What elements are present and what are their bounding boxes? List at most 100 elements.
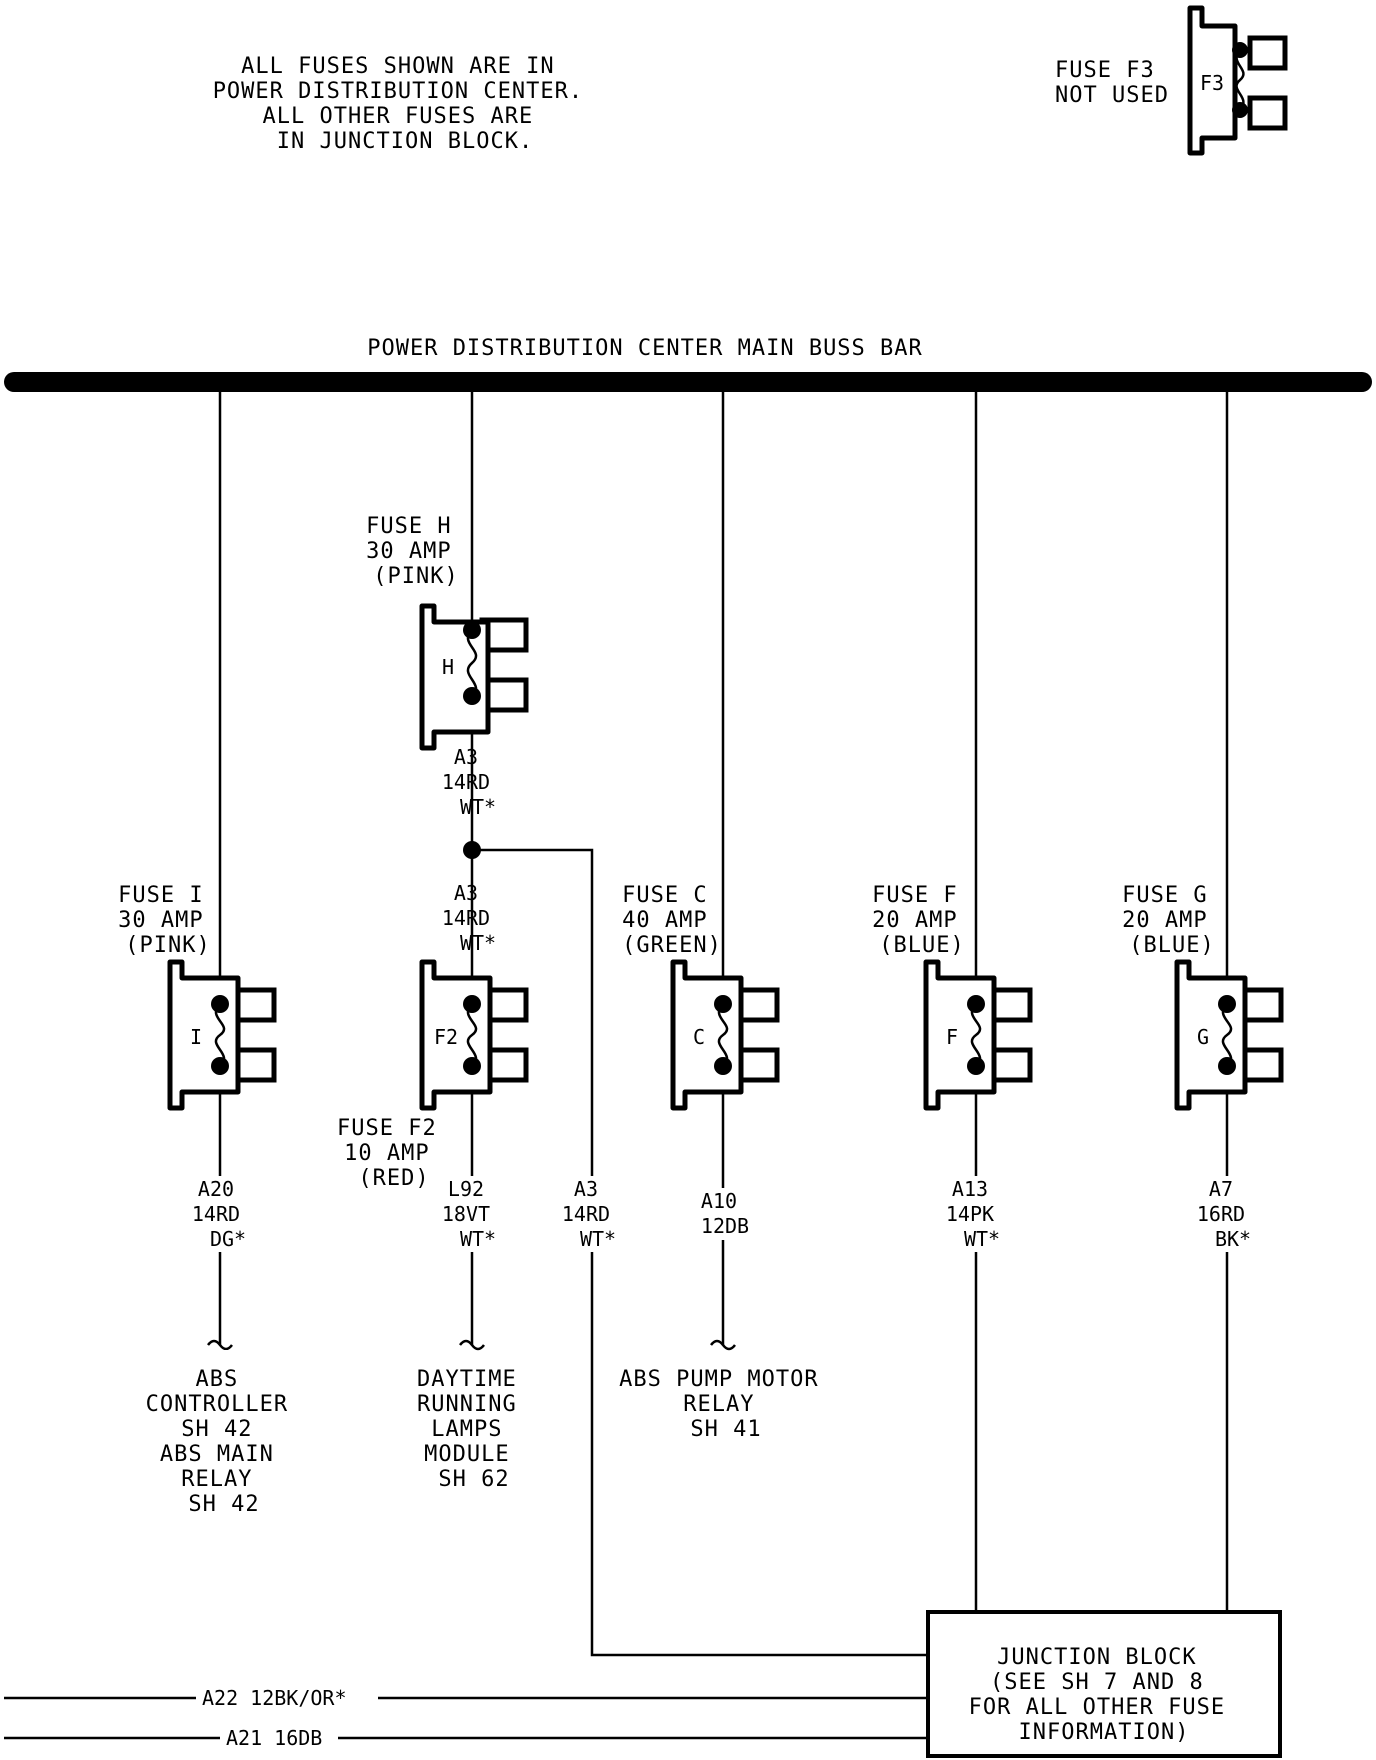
bus-bar-label: POWER DISTRIBUTION CENTER MAIN BUSS BAR (367, 336, 923, 361)
wire-label-line: A13 (952, 1177, 988, 1201)
fuse-c-label-line: FUSE C (622, 883, 707, 908)
dest-line: ABS MAIN (160, 1442, 274, 1467)
wire-label-line: 14RD (442, 906, 490, 930)
f3-note-line: NOT USED (1055, 83, 1169, 108)
wire-label-line: BK* (1215, 1227, 1251, 1251)
dest-abs-controller: ABS CONTROLLER SH 42 ABS MAIN RELAY SH 4… (146, 1367, 303, 1517)
fuse-i-label-line: (PINK) (125, 933, 210, 958)
wire-label-line: WT* (964, 1227, 1000, 1251)
fuse-f3: F3 (1187, 5, 1288, 156)
svg-text:A10 12DB: A10 12DB (701, 1189, 749, 1238)
note-line: ALL FUSES SHOWN ARE IN (241, 54, 554, 79)
fuse-f-label-line: (BLUE) (879, 933, 964, 958)
jb-line: FOR ALL OTHER FUSE (969, 1695, 1225, 1720)
fuse-i-label: FUSE I 30 AMP (PINK) (118, 883, 218, 958)
wire-label-line: WT* (460, 795, 496, 819)
wire-a3-branch (472, 848, 928, 1657)
dest-line: ABS PUMP MOTOR (619, 1367, 818, 1392)
dest-drl-module: DAYTIME RUNNING LAMPS MODULE SH 62 (417, 1367, 531, 1492)
wire-label-line: A3 (454, 881, 478, 905)
fuse-c-label-line: 40 AMP (622, 908, 707, 933)
fuse-c-label: FUSE C 40 AMP (GREEN) (622, 883, 722, 958)
dest-line: LAMPS (431, 1417, 502, 1442)
dest-line: RELAY (181, 1467, 252, 1492)
dest-line: CONTROLLER (146, 1392, 288, 1417)
wire-end-marker (207, 1339, 233, 1351)
fuse-g-label-line: 20 AMP (1122, 908, 1207, 933)
fuse-i-label-line: 30 AMP (118, 908, 203, 933)
jb-line: JUNCTION BLOCK (997, 1645, 1196, 1670)
wire-label-line: A10 (701, 1189, 737, 1213)
fuse-g-id: G (1197, 1025, 1209, 1049)
wire-label-line: 14RD (192, 1202, 240, 1226)
fuse-h-label: FUSE H 30 AMP (PINK) (366, 514, 466, 589)
dest-line: SH 62 (438, 1467, 509, 1492)
fuse-f2-label-line: (RED) (358, 1166, 429, 1191)
fuse-f3-id: F3 (1200, 71, 1224, 95)
wire-label-line: 16RD (1197, 1202, 1245, 1226)
wire-label-a21: A21 16DB (226, 1726, 322, 1750)
dest-line: RUNNING (417, 1392, 517, 1417)
jb-line: INFORMATION) (1019, 1720, 1190, 1745)
fuse-g: G (1174, 959, 1284, 1111)
wire-label-a3-branch: A3 14RD WT* (562, 1176, 622, 1252)
wire-label-i-out: A20 14RD DG* (192, 1176, 252, 1252)
f3-note-line: FUSE F3 (1055, 58, 1155, 83)
fuse-c-label-line: (GREEN) (622, 933, 722, 958)
fuse-g-label: FUSE G 20 AMP (BLUE) (1122, 883, 1222, 958)
fuse-h-label-line: 30 AMP (366, 539, 451, 564)
dest-line: RELAY (683, 1392, 754, 1417)
svg-text:A13 14PK WT*: A13 14PK WT* (946, 1177, 1006, 1251)
junction-block (926, 1610, 1282, 1758)
dest-line: SH 42 (188, 1492, 259, 1517)
wire-label-line: WT* (580, 1227, 616, 1251)
fuse-f2-label-line: FUSE F2 (337, 1116, 437, 1141)
note-line: IN JUNCTION BLOCK. (277, 129, 533, 154)
fuse-i-id: I (190, 1025, 202, 1049)
fuse-f-label-line: 20 AMP (872, 908, 957, 933)
fuse-c-id: C (693, 1025, 705, 1049)
wire-label-line: 14RD (562, 1202, 610, 1226)
svg-text:A20 14RD DG*: A20 14RD DG* (192, 1177, 252, 1251)
fuse-f-label-line: FUSE F (872, 883, 957, 908)
note-top-left: ALL FUSES SHOWN ARE IN POWER DISTRIBUTIO… (213, 54, 598, 154)
wire-label-line: WT* (460, 931, 496, 955)
jb-line: (SEE SH 7 AND 8 (990, 1670, 1204, 1695)
wire-label-line: DG* (210, 1227, 246, 1251)
fuse-i-label-line: FUSE I (118, 883, 203, 908)
wire-label-c-out: A10 12DB (694, 1188, 754, 1240)
fuse-f-id: F (946, 1025, 958, 1049)
dest-abs-pump-relay: ABS PUMP MOTOR RELAY SH 41 (619, 1367, 833, 1442)
fuse-c: C (670, 959, 780, 1111)
wire-label-line: 12DB (701, 1214, 749, 1238)
fuse-h-label-line: FUSE H (366, 514, 451, 539)
wire-label-line: 14PK (946, 1202, 994, 1226)
fuse-g-label-line: FUSE G (1122, 883, 1207, 908)
junction-block-text: JUNCTION BLOCK (SEE SH 7 AND 8 FOR ALL O… (969, 1645, 1240, 1745)
fuse-h-label-line: (PINK) (373, 564, 458, 589)
wire-label-g-out: A7 16RD BK* (1196, 1176, 1257, 1252)
dest-line: SH 42 (181, 1417, 252, 1442)
dest-line: DAYTIME (417, 1367, 517, 1392)
wire-label-h-out: A3 14RD WT* (442, 745, 502, 819)
wire-label-line: A3 (454, 745, 478, 769)
svg-text:L92 18VT WT*: L92 18VT WT* (442, 1177, 502, 1251)
wire-end-marker (459, 1339, 485, 1351)
svg-text:A7 16RD BK*: A7 16RD BK* (1197, 1177, 1257, 1251)
f3-note: FUSE F3 NOT USED (1055, 58, 1169, 108)
wire-label-line: 14RD (442, 770, 490, 794)
fuse-i: I (167, 959, 277, 1111)
fuse-f-label: FUSE F 20 AMP (BLUE) (872, 883, 972, 958)
wire-label-line: WT* (460, 1227, 496, 1251)
fuse-h-id: H (442, 655, 454, 679)
note-line: POWER DISTRIBUTION CENTER. (213, 79, 583, 104)
main-buss-bar (4, 372, 1372, 392)
fuse-f2-label: FUSE F2 10 AMP (RED) (337, 1116, 451, 1191)
wire-label-line: A20 (198, 1177, 234, 1201)
note-line: ALL OTHER FUSES ARE (263, 104, 534, 129)
fuse-f2-id: F2 (434, 1025, 458, 1049)
wire-label-f-out: A13 14PK WT* (946, 1176, 1006, 1252)
dest-line: MODULE (424, 1442, 509, 1467)
fuse-f2-label-line: 10 AMP (344, 1141, 429, 1166)
